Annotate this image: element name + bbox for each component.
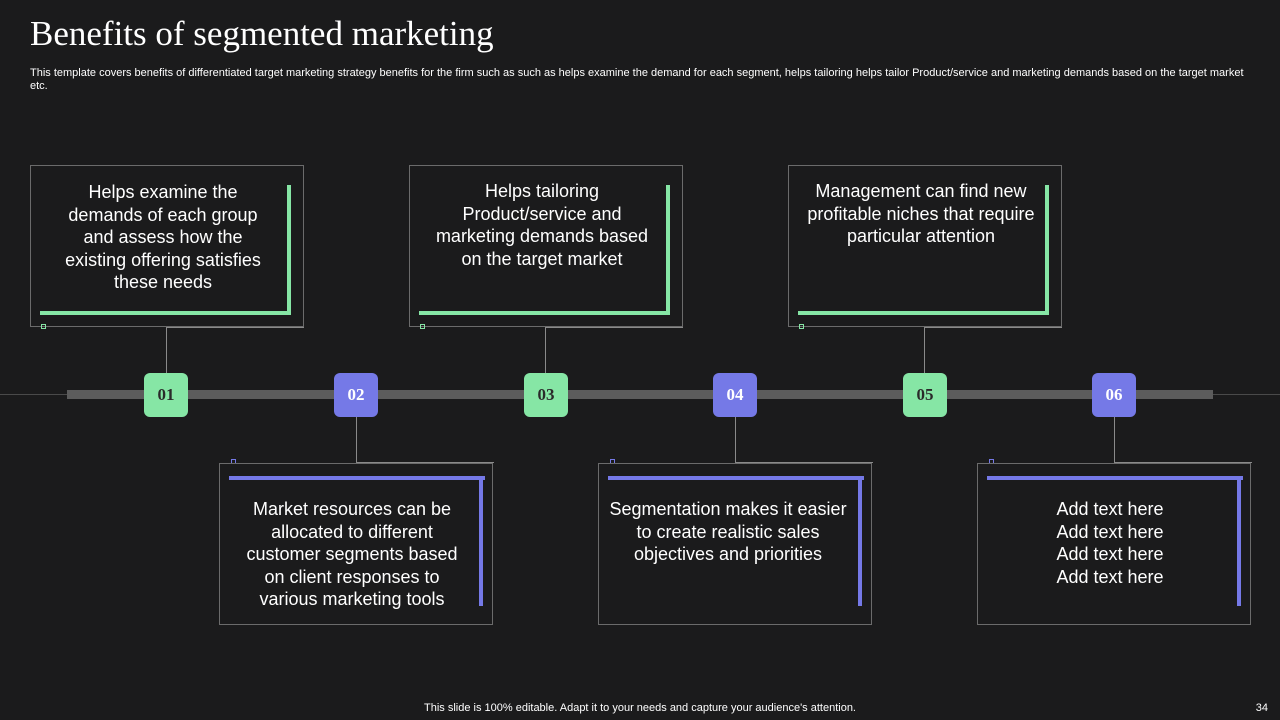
benefit-box-05: Management can find new profitable niche… bbox=[788, 165, 1062, 327]
benefit-box-01: Helps examine the demands of each group … bbox=[30, 165, 304, 327]
accent-bar bbox=[419, 311, 670, 315]
timeline-node-03: 03 bbox=[524, 373, 568, 417]
connector-06-h bbox=[1114, 462, 1252, 463]
corner-square bbox=[41, 324, 46, 329]
benefit-box-04: Segmentation makes it easier to create r… bbox=[598, 463, 872, 625]
footer-note: This slide is 100% editable. Adapt it to… bbox=[424, 702, 856, 714]
page-subtitle: This template covers benefits of differe… bbox=[30, 67, 1244, 92]
placeholder-line: Add text here bbox=[1056, 566, 1164, 587]
benefit-text-03: Helps tailoring Product/service and mark… bbox=[435, 181, 649, 269]
connector-03-h bbox=[545, 327, 683, 328]
accent-bar bbox=[858, 476, 862, 606]
accent-bar bbox=[666, 185, 670, 315]
benefit-text-01: Helps examine the demands of each group … bbox=[65, 182, 261, 292]
connector-03 bbox=[545, 327, 546, 373]
connector-04-h bbox=[735, 462, 873, 463]
benefit-text-05: Management can find new profitable niche… bbox=[807, 181, 1035, 246]
connector-01-h bbox=[166, 327, 304, 328]
accent-bar bbox=[229, 476, 485, 480]
connector-01 bbox=[166, 327, 167, 373]
placeholder-line: Add text here bbox=[1056, 544, 1164, 564]
placeholder-line: Add text here bbox=[1056, 521, 1164, 542]
benefit-box-03: Helps tailoring Product/service and mark… bbox=[409, 165, 683, 327]
connector-05 bbox=[924, 327, 925, 373]
connector-06-v bbox=[1114, 416, 1115, 463]
page-number: 34 bbox=[1255, 702, 1268, 714]
timeline-node-02: 02 bbox=[334, 373, 378, 417]
connector-02-h bbox=[356, 462, 494, 463]
benefit-text-06: Add text here Add text here Add text her… bbox=[978, 498, 1242, 588]
timeline-node-04: 04 bbox=[713, 373, 757, 417]
timeline-node-01: 01 bbox=[144, 373, 188, 417]
accent-bar bbox=[798, 311, 1049, 315]
accent-bar bbox=[479, 476, 483, 606]
placeholder-line: Add text here bbox=[1056, 499, 1164, 519]
benefit-box-02: Market resources can be allocated to dif… bbox=[219, 463, 493, 625]
accent-bar bbox=[40, 311, 291, 315]
connector-04-v bbox=[735, 416, 736, 463]
connector-02-v bbox=[356, 416, 357, 463]
accent-bar bbox=[287, 185, 291, 315]
timeline-node-06: 06 bbox=[1092, 373, 1136, 417]
page-title: Benefits of segmented marketing bbox=[30, 14, 494, 53]
accent-bar bbox=[987, 476, 1243, 480]
corner-square bbox=[799, 324, 804, 329]
timeline-node-05: 05 bbox=[903, 373, 947, 417]
timeline-bar bbox=[67, 390, 1213, 399]
benefit-text-04: Segmentation makes it easier to create r… bbox=[609, 499, 847, 564]
accent-bar bbox=[1237, 476, 1241, 606]
corner-square bbox=[420, 324, 425, 329]
accent-bar bbox=[608, 476, 864, 480]
accent-bar bbox=[1045, 185, 1049, 315]
benefit-text-02: Market resources can be allocated to dif… bbox=[246, 499, 458, 609]
connector-05-h bbox=[924, 327, 1062, 328]
benefit-box-06: Add text here Add text here Add text her… bbox=[977, 463, 1251, 625]
